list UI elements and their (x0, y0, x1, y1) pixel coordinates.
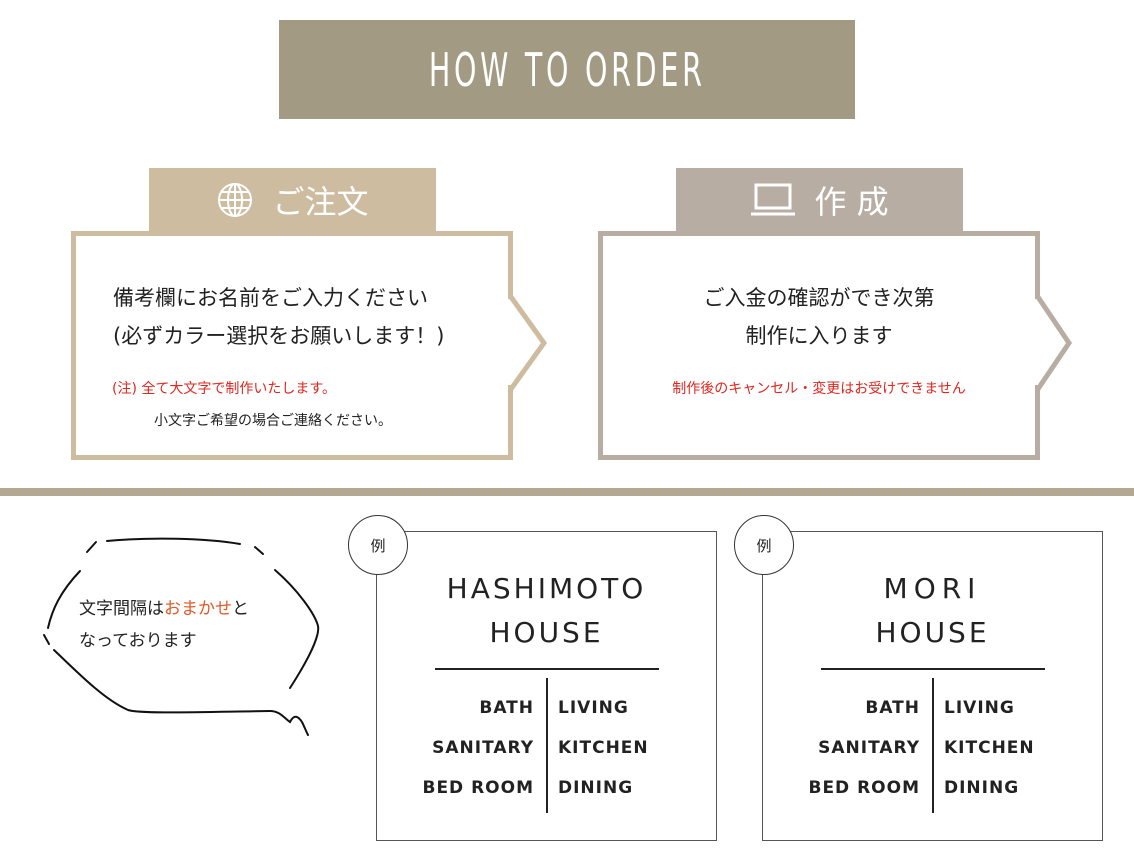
step-order-arrow (508, 295, 548, 391)
step-order-line-2: (必ずカラー選択をお願いします！) (113, 324, 445, 348)
room-label: BED ROOM (422, 778, 534, 798)
sample-title-line-2: HOUSE (875, 616, 990, 649)
step-production-box: ご入金の確認ができ次第 制作に入ります 制作後のキャンセル・変更はお受けできませ… (598, 231, 1040, 460)
room-label: SANITARY (432, 738, 534, 758)
room-label: BATH (865, 698, 920, 718)
globe-icon (218, 182, 253, 217)
room-label: LIVING (558, 698, 629, 718)
room-label: SANITARY (818, 738, 920, 758)
step-production-note-red: 制作後のキャンセル・変更はお受けできません (672, 381, 966, 397)
sample-tag: 例 (734, 515, 794, 575)
step-order-tab: ご注文 (149, 168, 436, 231)
sample-vertical-divider (932, 678, 934, 813)
sample-tag: 例 (348, 515, 408, 575)
step-production-line-2: 制作に入ります (745, 324, 893, 348)
room-label: LIVING (944, 698, 1015, 718)
step-order-title: ご注文 (272, 182, 369, 221)
step-production-arrow (1035, 295, 1073, 391)
hand-drawn-bubble (43, 537, 320, 736)
sample-title-line-1: HASHIMOTO (446, 572, 647, 605)
sample-divider (821, 668, 1045, 670)
step-order-box: 備考欄にお名前をご入力ください (必ずカラー選択をお願いします！) (注) 全て… (71, 231, 513, 460)
step-production-tab: 作 成 (676, 168, 963, 231)
bubble-accent: おまかせ (164, 599, 232, 619)
banner-title: HOW TO ORDER (428, 42, 706, 97)
sample-divider (435, 668, 659, 670)
room-label: DINING (944, 778, 1020, 798)
bubble-line-1: 文字間隔はおまかせと (79, 599, 249, 619)
room-label: DINING (558, 778, 634, 798)
step-order-line-1: 備考欄にお名前をご入力ください (113, 286, 428, 310)
sample-vertical-divider (546, 678, 548, 813)
bubble-line-2: なっております (79, 631, 197, 651)
room-label: BATH (479, 698, 534, 718)
bubble-text: 文字間隔はおまかせと なっております (79, 593, 249, 657)
step-order-note-red: (注) 全て大文字で制作いたします。 (112, 381, 336, 397)
room-label: KITCHEN (558, 738, 649, 758)
room-label: BED ROOM (808, 778, 920, 798)
laptop-icon (751, 183, 796, 215)
room-label: KITCHEN (944, 738, 1035, 758)
sample-title-line-2: HOUSE (489, 616, 604, 649)
sample-card-hashimoto: 例 HASHIMOTO HOUSE BATH SANITARY BED ROOM… (348, 515, 717, 841)
step-production-title: 作 成 (814, 182, 889, 221)
how-to-order-banner: HOW TO ORDER (279, 20, 855, 119)
step-order-note-black: 小文字ご希望の場合ご連絡ください。 (154, 413, 392, 429)
step-production-line-1: ご入金の確認ができ次第 (703, 286, 935, 310)
sample-card-mori: 例 MORI HOUSE BATH SANITARY BED ROOM LIVI… (734, 515, 1103, 841)
section-divider (0, 488, 1134, 496)
sample-title-line-1: MORI (883, 572, 982, 605)
